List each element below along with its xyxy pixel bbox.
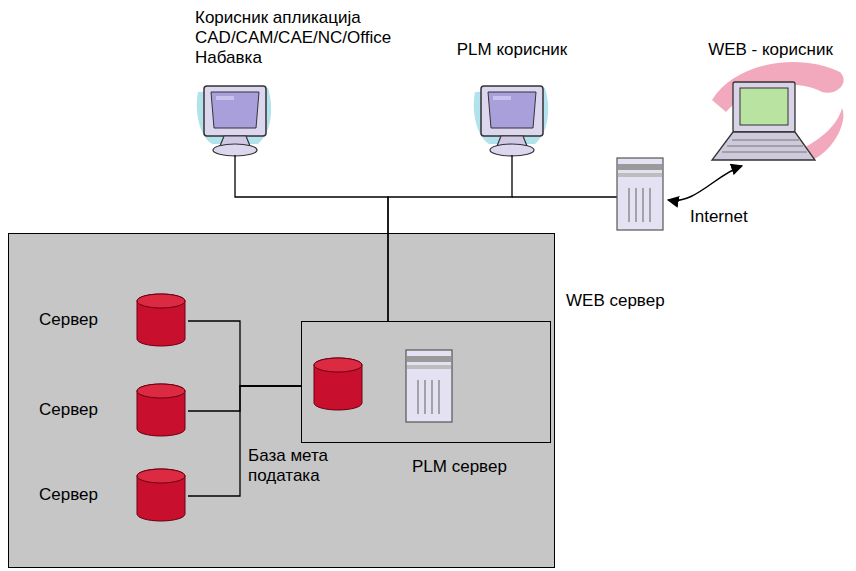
node-label: WEB сервер: [566, 291, 665, 311]
annotation-label: Internet: [690, 207, 780, 227]
web-server-region: WEB серверСерверСерверСерверPLM сервер: [8, 233, 555, 568]
node-label: Корисник апликација CAD/CAM/CAE/NC/Offic…: [195, 8, 390, 68]
node-label: Сервер: [39, 310, 98, 330]
plm-server-box: PLM сервер: [301, 321, 551, 443]
annotation-label: База мета података: [248, 446, 378, 486]
network-line: [235, 155, 388, 321]
user-workstation: Корисник апликација CAD/CAM/CAE/NC/Offic…: [185, 8, 390, 155]
network-line: [188, 321, 301, 386]
node-label: PLM сервер: [412, 457, 507, 477]
server-node: Сервер: [31, 295, 188, 347]
node-label: PLM корисник: [457, 40, 568, 60]
user-workstation: PLM корисник: [432, 35, 592, 155]
node-label: WEB - корисник: [708, 40, 833, 60]
label-holder: Internet: [690, 207, 780, 227]
network-line: [188, 386, 301, 411]
network-line: [388, 155, 512, 321]
server-node: Сервер: [31, 470, 188, 522]
node-label: Сервер: [39, 485, 98, 505]
web-user-laptop: WEB - корисник: [688, 35, 853, 167]
server-node: Сервер: [31, 385, 188, 437]
label-holder: База мета података: [248, 446, 378, 486]
node-label: Сервер: [39, 400, 98, 420]
